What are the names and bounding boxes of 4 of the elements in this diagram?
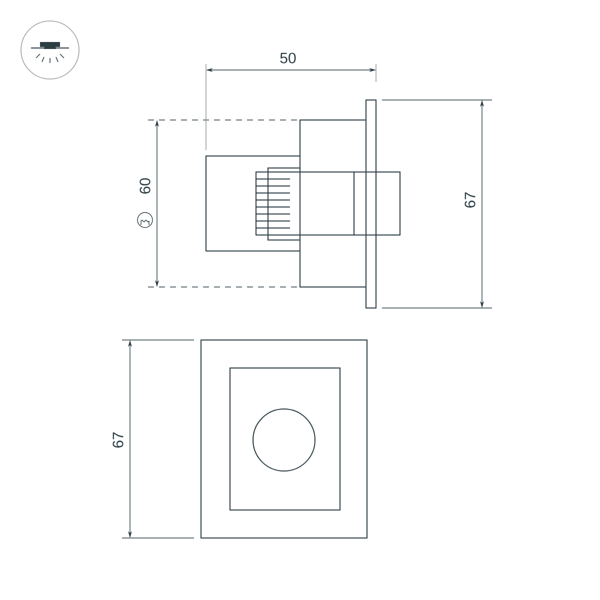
dimension-label: 60 bbox=[140, 178, 150, 194]
dimension-label: 50 bbox=[280, 52, 296, 64]
dimension-label: 67 bbox=[464, 192, 476, 208]
dimension-label: 67 bbox=[112, 432, 124, 448]
